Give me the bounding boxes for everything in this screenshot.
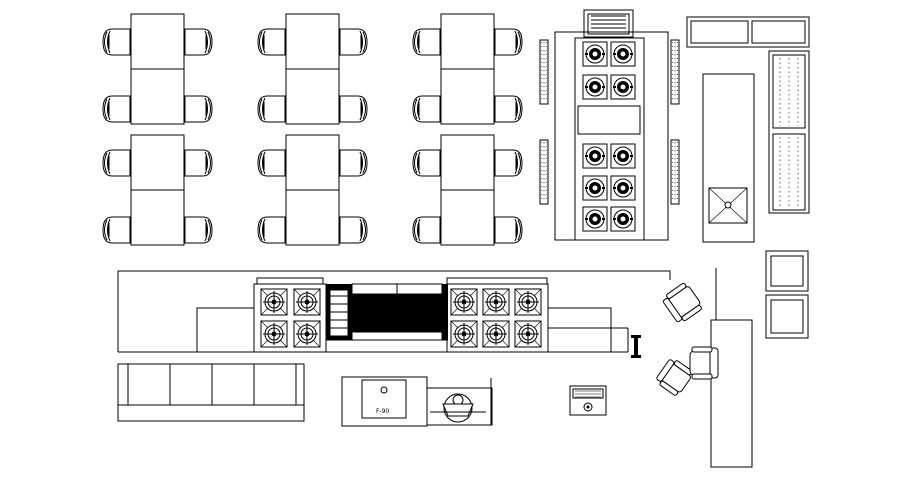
sink-counter: F-90 [342, 377, 427, 426]
refrigerator-units [766, 251, 808, 338]
prep-table-with-sink [703, 74, 754, 242]
dining-table-set-4 [103, 135, 212, 245]
column-post [631, 335, 641, 358]
small-appliance [570, 386, 606, 415]
dining-table-set-3 [413, 14, 522, 124]
service-counter [654, 268, 752, 467]
dining-table-set-6 [413, 135, 522, 245]
storage-cabinet [118, 364, 304, 421]
dining-table-set-1 [103, 14, 212, 124]
sink-label: F-90 [376, 408, 389, 415]
dining-table-set-2 [258, 14, 367, 124]
main-cooking-line [118, 271, 670, 352]
corner-counter [687, 17, 809, 213]
workstation-desk [427, 378, 492, 425]
dining-table-set-5 [258, 135, 367, 245]
cooking-island [539, 10, 680, 240]
